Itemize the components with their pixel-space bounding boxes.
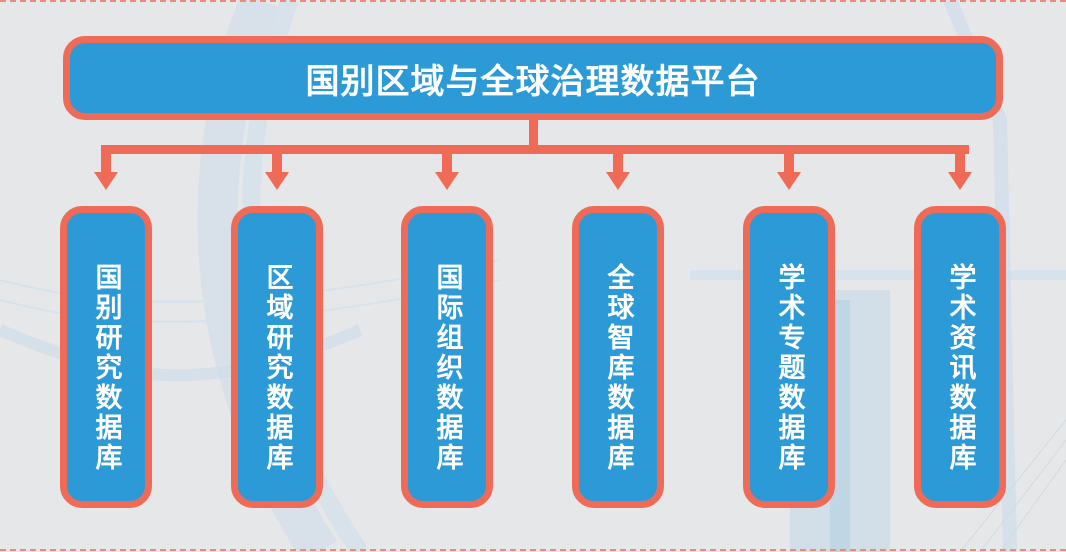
database-box: 全球智库数据库 (572, 206, 664, 508)
bottom-dashed-border (0, 549, 1066, 551)
arrow-down-icon (606, 172, 630, 190)
arrow-stem (955, 150, 965, 174)
arrow-down-icon (948, 172, 972, 190)
arrow-stem (272, 150, 282, 174)
title-stem-connector (529, 120, 538, 150)
database-label: 学术专题数据库 (773, 263, 805, 473)
database-label: 国别研究数据库 (90, 263, 122, 473)
arrow-down-icon (777, 172, 801, 190)
database-box: 学术资讯数据库 (914, 206, 1006, 508)
platform-title: 国别区域与全球治理数据平台 (305, 61, 761, 102)
arrow-down-icon (435, 172, 459, 190)
horizontal-connector (101, 145, 969, 154)
arrow-stem (442, 150, 452, 174)
database-label: 学术资讯数据库 (944, 263, 976, 473)
arrow-down-icon (94, 172, 118, 190)
database-box: 国别研究数据库 (60, 206, 152, 508)
database-label: 全球智库数据库 (602, 263, 634, 473)
arrow-stem (101, 150, 111, 174)
database-label: 国际组织数据库 (431, 263, 463, 473)
database-label: 区域研究数据库 (261, 263, 293, 473)
database-box: 国际组织数据库 (401, 206, 493, 508)
platform-title-box: 国别区域与全球治理数据平台 (63, 36, 1003, 120)
database-box: 区域研究数据库 (231, 206, 323, 508)
arrow-down-icon (265, 172, 289, 190)
arrow-stem (613, 150, 623, 174)
database-box: 学术专题数据库 (743, 206, 835, 508)
arrow-stem (784, 150, 794, 174)
top-dashed-border (0, 0, 1066, 2)
